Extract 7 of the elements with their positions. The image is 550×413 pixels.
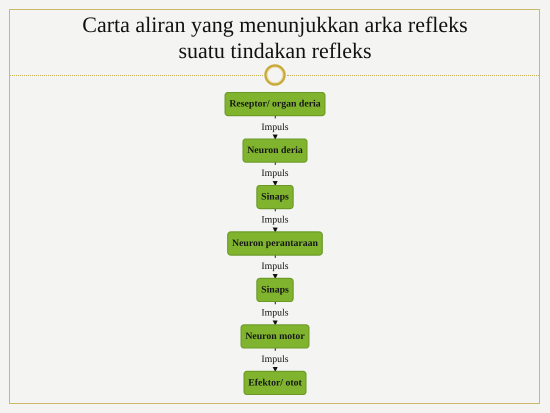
edge-label: Impuls xyxy=(261,168,289,179)
title: Carta aliran yang menunjukkan arka refleks suatu tindakan refleks xyxy=(81,12,469,64)
edge-label: Impuls xyxy=(261,122,289,132)
edge-label: Impuls xyxy=(261,261,289,272)
edge-label: Impuls xyxy=(261,308,289,318)
edge-label: Impuls xyxy=(261,354,289,365)
edge-label: Impuls xyxy=(261,214,289,226)
